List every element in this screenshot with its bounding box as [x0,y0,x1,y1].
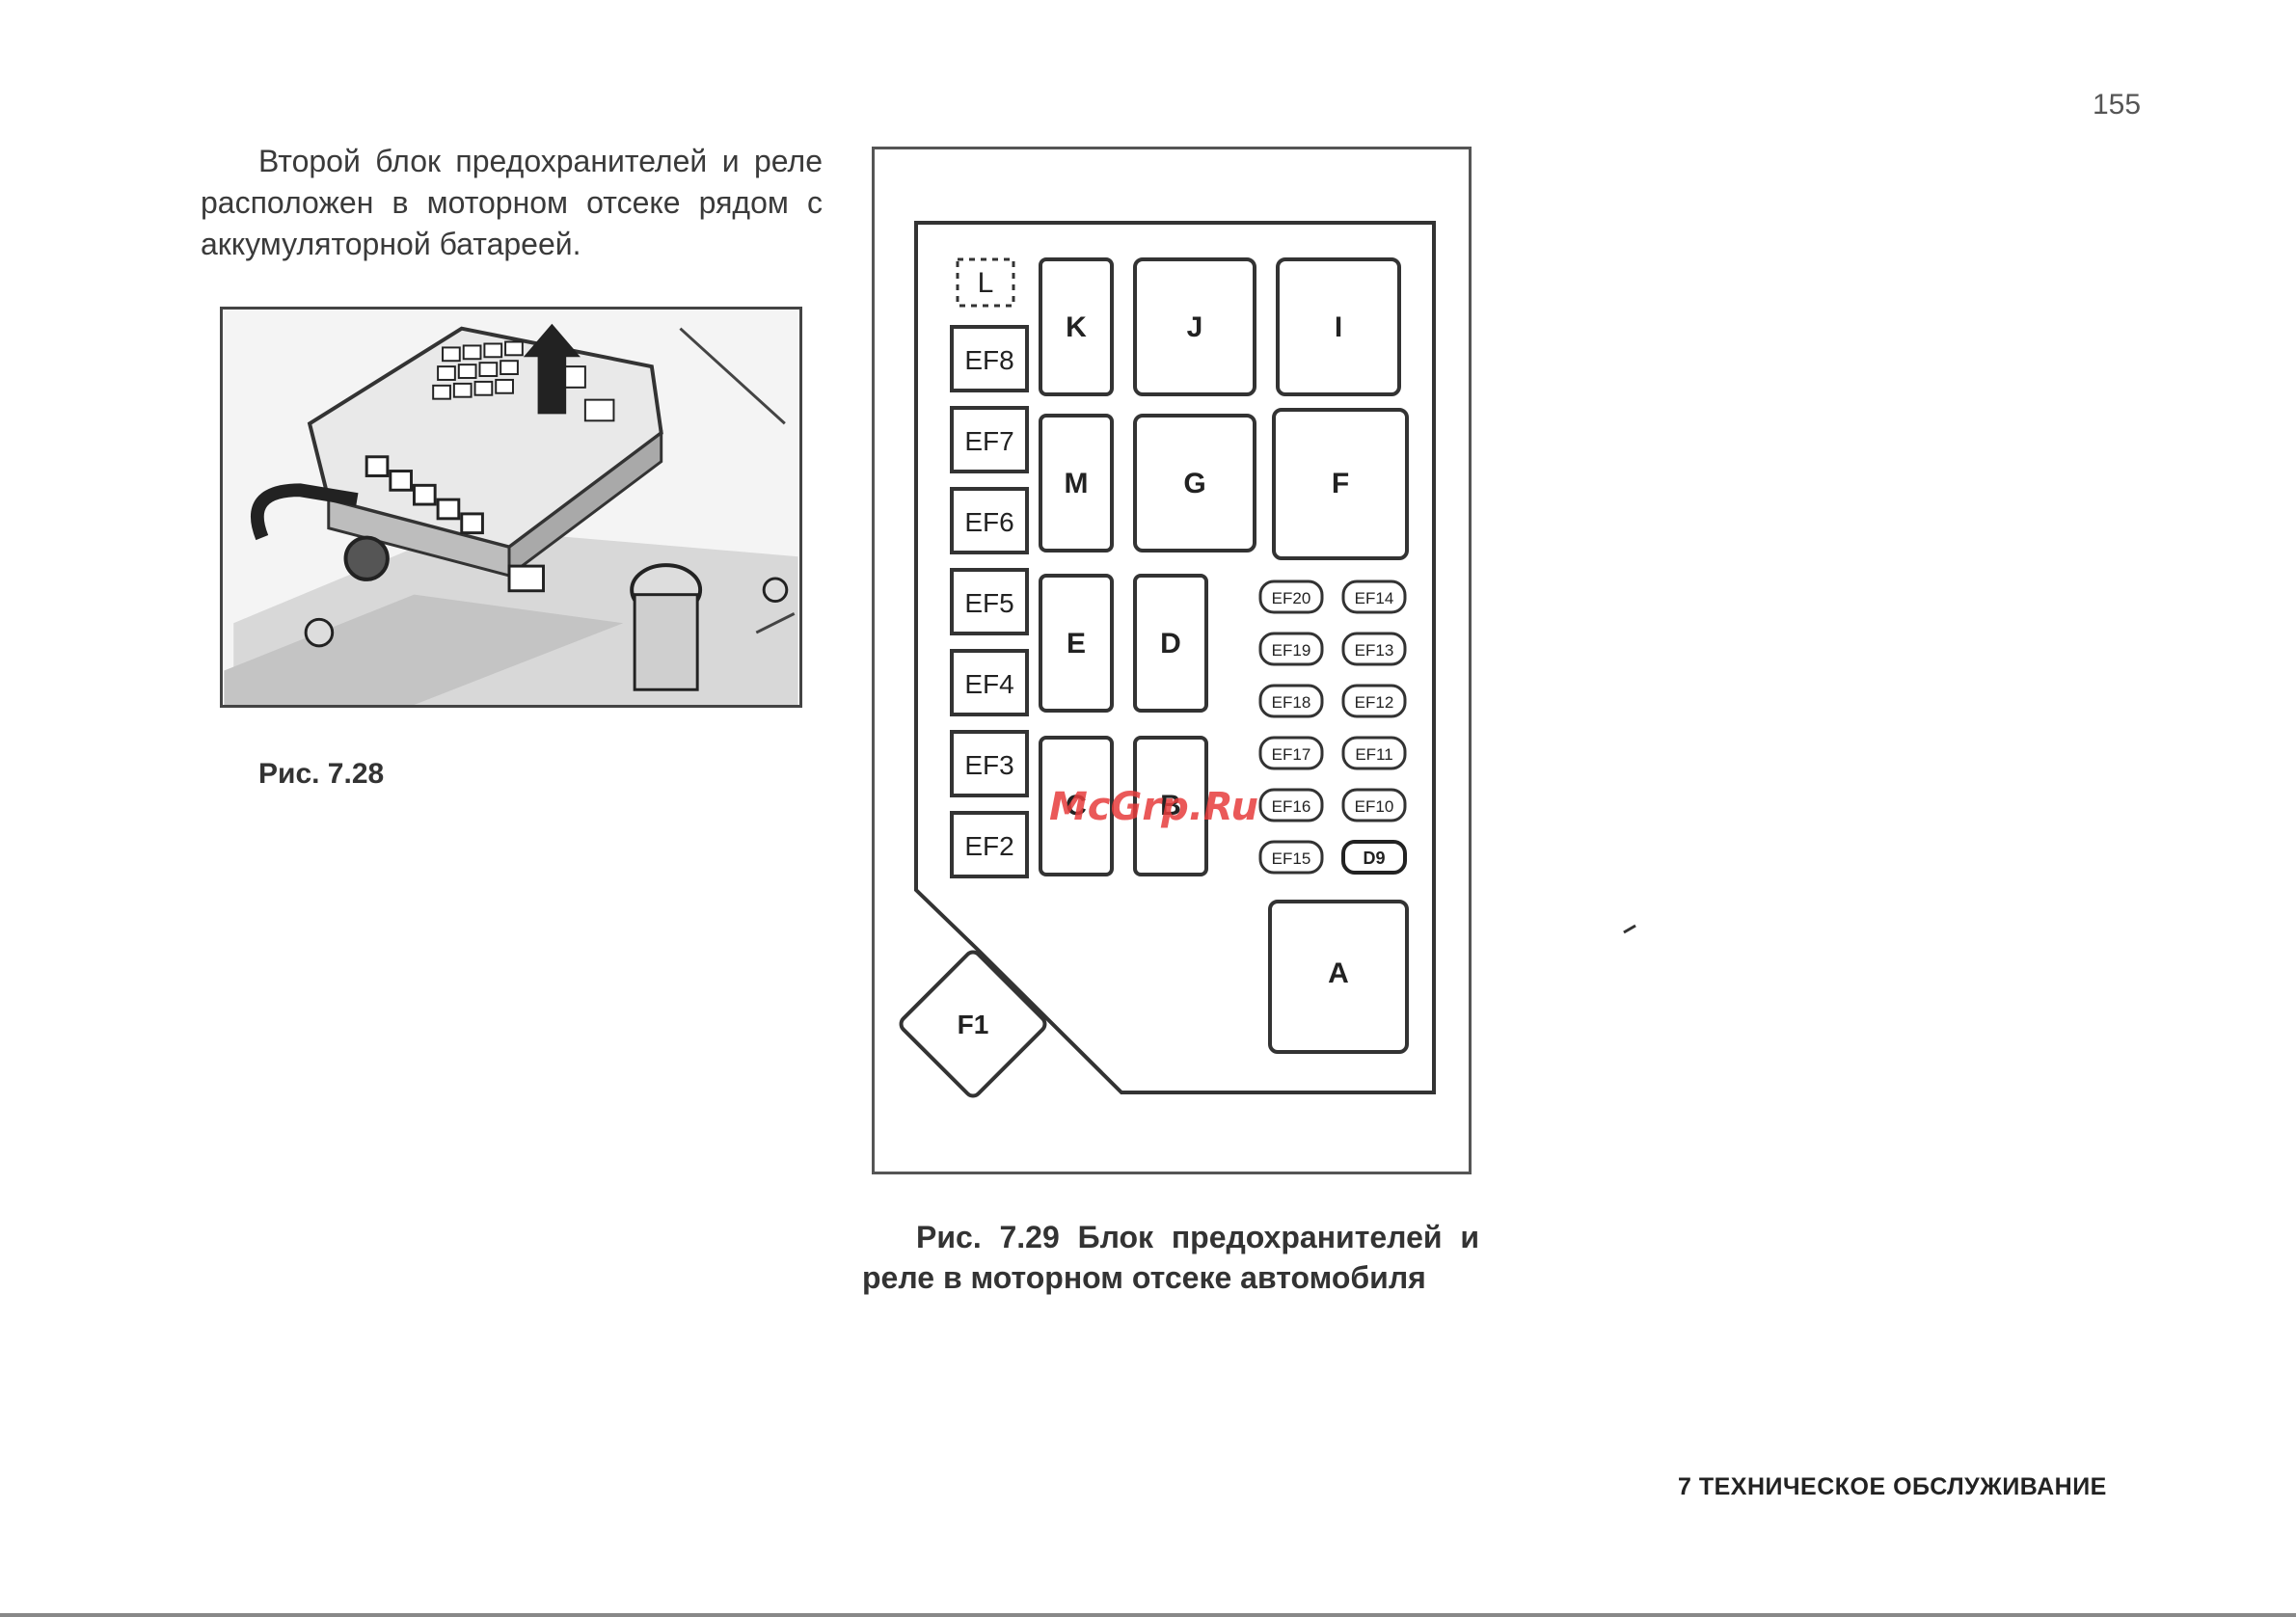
relay-b[interactable]: B [1133,736,1208,876]
stray-mark [1623,924,1636,934]
fuse-ef3-label: EF3 [964,750,1013,780]
relay-a-label: A [1328,957,1349,989]
fuse-ef13[interactable]: EF13 [1341,632,1407,666]
fuse-ef19-label: EF19 [1272,641,1311,660]
figure-7-29-caption: Рис. 7.29 Блок предохранителей и реле в … [862,1220,1479,1295]
relay-d-label: D [1160,628,1181,660]
relay-c[interactable]: C [1039,736,1114,876]
relay-a[interactable]: A [1268,900,1409,1054]
relay-b-label: B [1160,790,1181,822]
fuse-box-diagram: L EF8 EF7 EF6 EF5 EF4 [872,147,1472,1174]
fuse-box-outline [914,221,1436,1094]
fuse-ef2-label: EF2 [964,831,1013,861]
fuse-ef5[interactable]: EF5 [950,568,1029,635]
fuse-ef7[interactable]: EF7 [950,406,1029,473]
fuse-ef7-label: EF7 [964,426,1013,456]
relay-k[interactable]: K [1039,257,1114,396]
fuse-ef20-label: EF20 [1272,589,1311,607]
chapter-footer: 7 ТЕХНИЧЕСКОЕ ОБСЛУЖИВАНИЕ [1678,1473,2107,1500]
intro-paragraph: Второй блок предохранителей и реле распо… [201,144,823,261]
fuse-ef5-label: EF5 [964,588,1013,618]
fuse-ef18[interactable]: EF18 [1258,684,1324,718]
relay-e[interactable]: E [1039,574,1114,713]
fuse-ef18-label: EF18 [1272,693,1311,712]
fuse-ef16-label: EF16 [1272,797,1311,816]
fuse-ef11[interactable]: EF11 [1341,736,1407,770]
fuse-ef11-label: EF11 [1355,745,1392,764]
relay-g-label: G [1183,468,1205,499]
fuse-ef19[interactable]: EF19 [1258,632,1324,666]
relay-d[interactable]: D [1133,574,1208,713]
fuse-column-mid: EF20 EF19 EF18 EF17 EF16 EF15 [1258,579,1324,875]
fuse-ef12[interactable]: EF12 [1341,684,1407,718]
relay-c-label: C [1066,790,1087,822]
fuse-f1-label: F1 [958,1010,989,1039]
fuse-ef12-label: EF12 [1355,693,1394,712]
relay-k-label: K [1066,311,1087,343]
figure-7-28-caption: Рис. 7.28 [258,758,385,790]
fuse-ef6[interactable]: EF6 [950,487,1029,554]
fuse-ef8[interactable]: EF8 [950,325,1029,392]
relay-e-label: E [1067,628,1086,660]
fuse-box-svg: L EF8 EF7 EF6 EF5 EF4 [898,221,1436,1099]
fuse-ef14[interactable]: EF14 [1341,579,1407,614]
fuse-ef17-label: EF17 [1272,745,1311,764]
fuse-ef3[interactable]: EF3 [950,730,1029,797]
relay-l-label: L [978,267,994,299]
fuse-ef10-label: EF10 [1355,797,1394,816]
fuse-d9[interactable]: D9 [1341,840,1407,875]
fuse-d9-label: D9 [1363,849,1385,868]
relay-m-label: M [1065,468,1089,499]
fuse-ef16[interactable]: EF16 [1258,788,1324,822]
fuse-ef17[interactable]: EF17 [1258,736,1324,770]
relay-m[interactable]: M [1039,414,1114,552]
fuse-ef20[interactable]: EF20 [1258,579,1324,614]
fuse-ef13-label: EF13 [1355,641,1394,660]
fuse-column-left: EF8 EF7 EF6 EF5 EF4 EF3 [950,325,1029,878]
engine-bay-photo [220,307,802,708]
fuse-ef8-label: EF8 [964,345,1013,375]
fuse-ef2[interactable]: EF2 [950,811,1029,878]
relay-f[interactable]: F [1272,408,1409,560]
fuse-ef4[interactable]: EF4 [950,649,1029,716]
fuse-ef4-label: EF4 [964,669,1013,699]
relay-f-label: F [1332,468,1349,499]
relay-i-label: I [1335,311,1342,343]
engine-bay-illustration [224,310,798,705]
relay-i[interactable]: I [1276,257,1401,396]
fuse-ef14-label: EF14 [1355,589,1394,607]
fuse-column-right: EF14 EF13 EF12 EF11 EF10 D9 [1341,579,1407,875]
relay-j-label: J [1187,311,1203,343]
relay-g[interactable]: G [1133,414,1256,552]
fuse-ef10[interactable]: EF10 [1341,788,1407,822]
watermark-text: McGrp.Ru [1049,785,1258,829]
fuse-ef15[interactable]: EF15 [1258,840,1324,875]
fuse-ef15-label: EF15 [1272,849,1311,868]
relay-l[interactable] [956,257,1015,308]
bottom-rule [0,1613,2296,1617]
fuse-f1[interactable]: F1 [898,949,1048,1099]
page-number: 155 [2093,89,2142,121]
relay-j[interactable]: J [1133,257,1256,396]
fuse-ef6-label: EF6 [964,507,1013,537]
